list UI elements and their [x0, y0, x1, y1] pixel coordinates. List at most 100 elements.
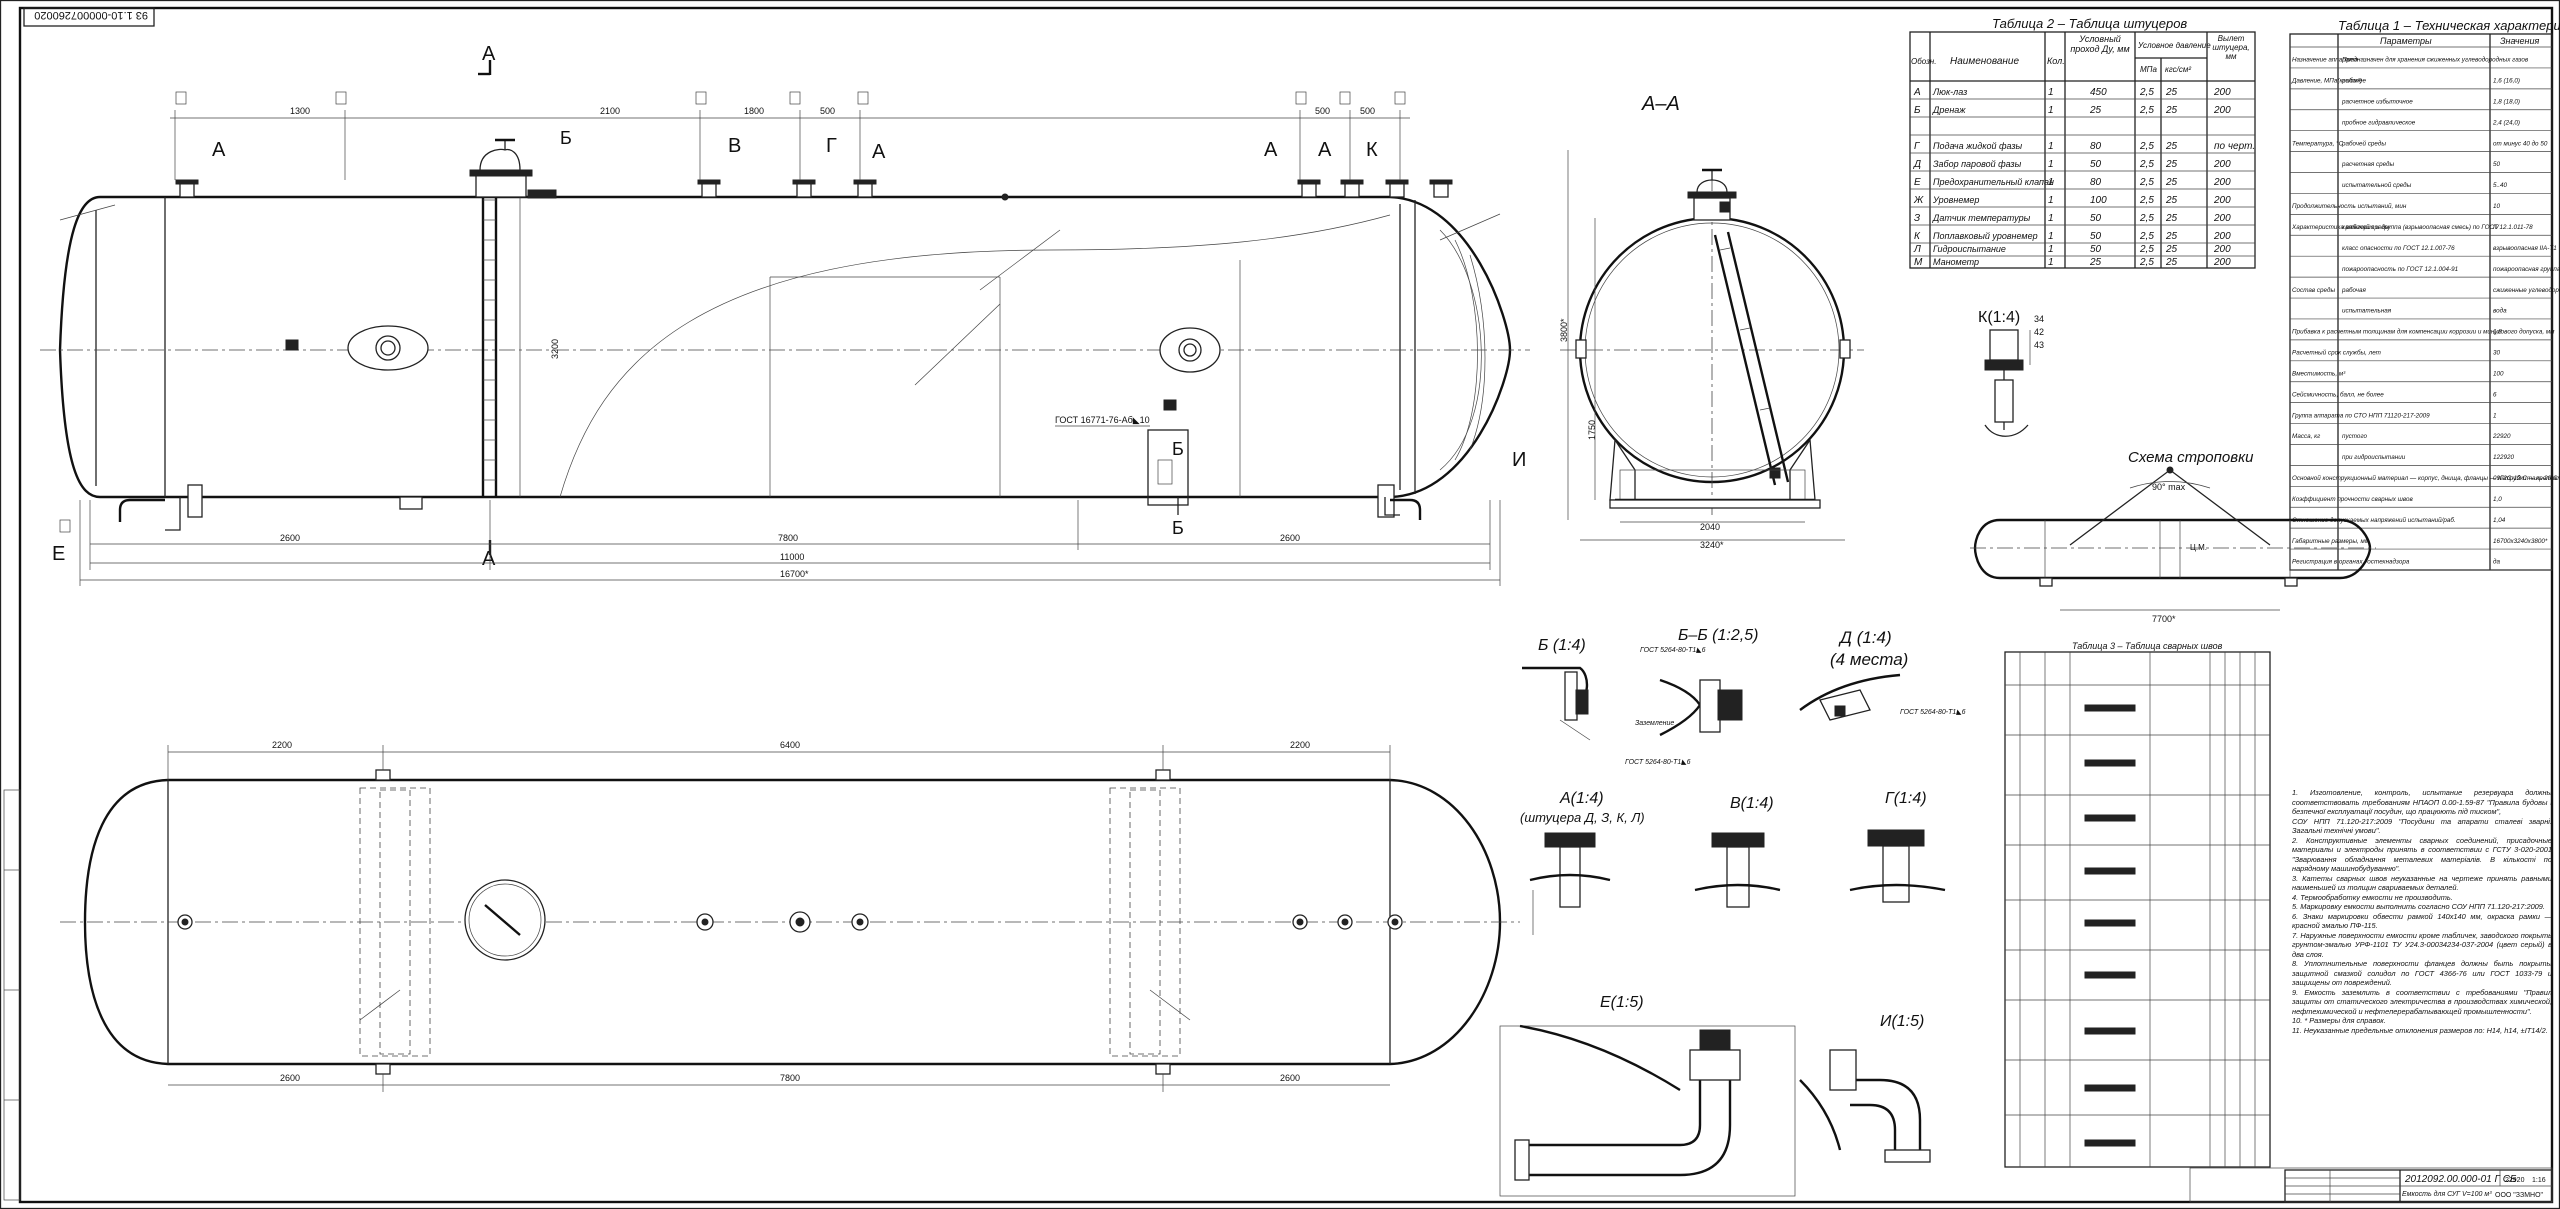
- t2-cell: Ж: [1913, 195, 1924, 206]
- dim: 11000: [780, 552, 804, 562]
- t1-value: 100: [2493, 370, 2504, 377]
- sling-scheme: Схема строповки 90° max Ц.М. 7700*: [1970, 449, 2376, 624]
- dim: 500: [1315, 106, 1330, 116]
- t1-value: 122920: [2493, 454, 2515, 461]
- t2-cell: 50: [2090, 213, 2102, 224]
- t1-value: 1,04: [2493, 517, 2506, 524]
- t2-cell: Е: [1914, 177, 1921, 188]
- t2-cell: 200: [2213, 231, 2231, 242]
- dim: 2600: [280, 533, 300, 543]
- t1-param: Отношение допускаемых напряжений испытан…: [2292, 516, 2456, 524]
- t1-value: 6: [2493, 391, 2497, 398]
- t1-param: Сейсмичность, балл, не более: [2292, 390, 2384, 398]
- t2-cell: 25: [2165, 87, 2178, 98]
- t2-cell: 25: [2165, 105, 2178, 116]
- svg-text:42: 42: [2034, 327, 2044, 337]
- detail-d-title: Д (1:4): [1838, 628, 1892, 647]
- nozzle-letter: А: [1318, 139, 1332, 161]
- t1-param: Давление, МПа(кгс/см²): [2291, 78, 2362, 85]
- t2-cell: Подача жидкой фазы: [1933, 141, 2023, 151]
- t1-param: Состав среды: [2292, 286, 2335, 294]
- detail-k-title: К(1:4): [1978, 309, 2020, 326]
- t2-head: Наименование: [1950, 56, 2019, 67]
- t2-cell: Уровнемер: [1932, 195, 1979, 205]
- sling-title: Схема строповки: [2128, 449, 2254, 466]
- section-mark-e: Е: [52, 543, 65, 565]
- t2-subhead: кгс/см²: [2165, 65, 2191, 74]
- t1-sub: пожароопасность по ГОСТ 12.1.004-91: [2342, 266, 2458, 273]
- t2-cell: 25: [2089, 105, 2102, 116]
- note-item: 8. Уплотнительные поверхности фланцев до…: [2292, 959, 2552, 987]
- t2-cell: Л: [1913, 244, 1921, 255]
- t1-value: сжиженные углеводородные газы: [2493, 286, 2560, 294]
- dim: 2100: [600, 106, 620, 116]
- dim: 6400: [780, 740, 800, 750]
- svg-text:34: 34: [2034, 314, 2044, 324]
- detail-i-title: И(1:5): [1880, 1013, 1924, 1030]
- note-item: 11. Неуказанные предельные отклонения ра…: [2292, 1025, 2548, 1035]
- t2-cell: 25: [2165, 257, 2178, 268]
- t2-cell: 25: [2089, 257, 2102, 268]
- dim: 7800: [778, 533, 798, 543]
- dim: 7800: [780, 1073, 800, 1083]
- dim: 3800*: [1559, 318, 1569, 342]
- t2-cell: 100: [2090, 195, 2107, 206]
- t1-value: 30: [2493, 350, 2501, 357]
- t1-sub: рабочее: [2341, 77, 2367, 85]
- detail-v-title: В(1:4): [1730, 795, 1774, 812]
- t2-cell: А: [1913, 87, 1921, 98]
- t1-value: 22920: [2492, 433, 2511, 440]
- t2-cell: по черт.: [2214, 141, 2255, 152]
- nozzle-letter: Г: [826, 135, 837, 157]
- t1-value: вода: [2493, 307, 2507, 315]
- t2-cell: Гидроиспытание: [1933, 244, 2006, 254]
- table-3: Таблица 3 – Таблица сварных швов: [2004, 641, 2271, 1168]
- t1-value: 2,4 (24,0): [2492, 119, 2520, 126]
- t1-sub: пробное гидравлическое: [2342, 118, 2416, 126]
- t2-cell: 1: [2048, 87, 2054, 98]
- t2-cell: 1: [2048, 141, 2054, 152]
- t1-value: пожароопасная группа II: [2493, 266, 2560, 273]
- t2-cell: 450: [2090, 87, 2107, 98]
- t1-param: Группа аппарата по СТО НПП 71120-217-200…: [2292, 412, 2430, 419]
- t1-param: Вместимость, м³: [2292, 370, 2346, 377]
- plan-nozzles: [177, 911, 1403, 933]
- sling-dim: 7700*: [2152, 614, 2176, 624]
- t2-cell: К: [1914, 231, 1921, 242]
- t1-param: Характеристика рабочей среды: [2291, 223, 2390, 231]
- t1-value: 16700х3240х3800*: [2493, 538, 2548, 545]
- section-mark-b-bottom: Б: [1172, 518, 1184, 538]
- t1-value: 5..40: [2493, 182, 2508, 189]
- t1-param: Продолжительность испытаний, мин: [2292, 202, 2407, 210]
- title-code: 2012092.00.000-01 Г СБ: [2404, 1174, 2517, 1185]
- t1-sub: расчетное избыточное: [2341, 97, 2413, 105]
- t1-sub: класс опасности по ГОСТ 12.1.007-76: [2342, 245, 2455, 252]
- t2-cell: 2,5: [2139, 231, 2154, 242]
- t2-cell: 1: [2048, 195, 2054, 206]
- note-item: 4. Термообработку емкости не производить…: [2292, 892, 2453, 902]
- t1-sub: расчетная среды: [2341, 160, 2395, 168]
- t2-head: Кол.: [2047, 56, 2065, 66]
- gost-c: ГОСТ 5264-80-Т1◣6: [1900, 709, 1966, 716]
- t2-cell: 1: [2048, 177, 2054, 188]
- t1-sub: категория и группа (взрывоопасная смесь)…: [2342, 224, 2533, 231]
- t2-cell: 25: [2165, 231, 2178, 242]
- t1-param: Прибавка к расчетным толщинам для компен…: [2292, 328, 2555, 336]
- t2-cell: 50: [2090, 231, 2102, 242]
- detail-a-sub: (штуцера Д, З, К, Л): [1520, 810, 1645, 825]
- note-item: 3. Катеты сварных швов неуказанные на че…: [2292, 873, 2552, 893]
- nozzle-letter: А: [872, 141, 886, 163]
- title-block: 2012092.00.000-01 Г СБ Емкость для СУГ V…: [2189, 1167, 2553, 1203]
- dim: 2040: [1700, 522, 1720, 532]
- t2-cell: 200: [2213, 159, 2231, 170]
- front-view: А Б В Г А А А К Б Б Е И: [40, 43, 1530, 586]
- t2-cell: Дренаж: [1932, 105, 1966, 115]
- detail-b-title: Б (1:4): [1538, 637, 1586, 654]
- note-item: 6. Знаки маркировки обвести рамкой 140х1…: [2292, 911, 2552, 931]
- dim: 2600: [1280, 533, 1300, 543]
- dim: 2200: [1290, 740, 1310, 750]
- t2-cell: Поплавковый уровнемер: [1933, 231, 2038, 241]
- t2-cell: З: [1914, 213, 1920, 224]
- table-2: Таблица 2 – Таблица штуцеров Обозн. Наим…: [1909, 16, 2256, 269]
